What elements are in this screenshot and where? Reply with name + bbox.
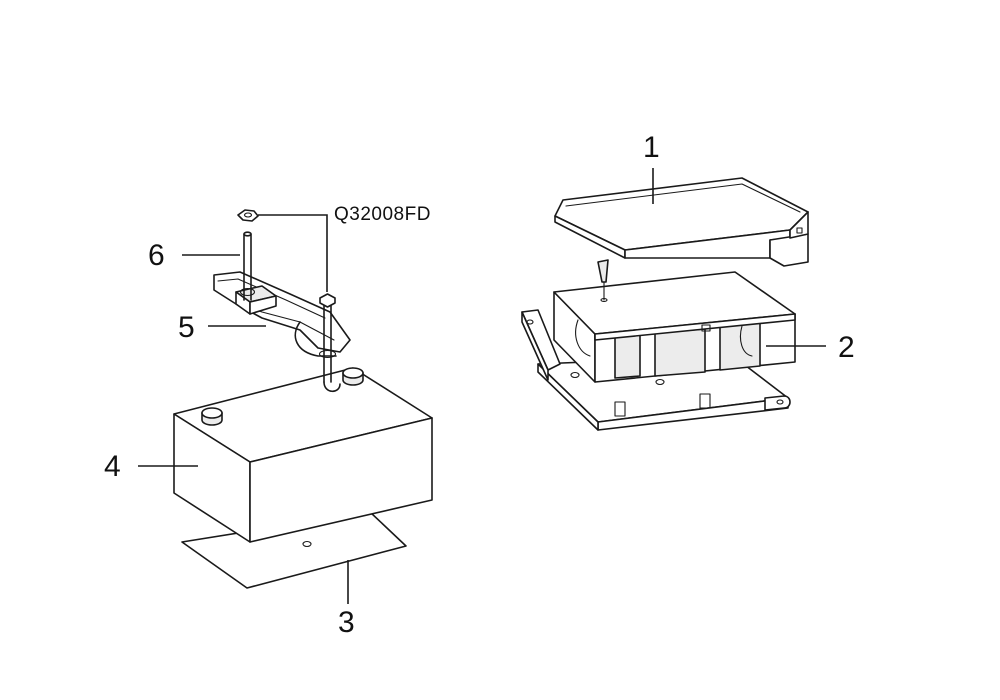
part-code-label: Q32008FD xyxy=(334,204,431,225)
battery-tray-cover xyxy=(554,177,809,267)
callout-5: 5 xyxy=(178,311,195,344)
battery xyxy=(173,367,433,543)
nut-q32008fd xyxy=(237,209,259,222)
battery-tray xyxy=(521,259,796,431)
callout-3: 3 xyxy=(338,606,355,639)
callout-1: 1 xyxy=(643,131,660,164)
callout-numbers: 1 2 3 4 5 6 Q32008FD xyxy=(104,131,855,639)
callout-2: 2 xyxy=(838,331,855,364)
j-hook-rod xyxy=(318,293,341,393)
battery-terminal-left xyxy=(201,407,223,426)
battery-terminal-right xyxy=(342,367,364,386)
tray-screw xyxy=(597,259,609,303)
hold-down-bolt xyxy=(239,231,256,301)
leader-lines xyxy=(138,168,826,604)
battery-hold-down-clamp xyxy=(213,231,351,393)
callout-6: 6 xyxy=(148,239,165,272)
callout-4: 4 xyxy=(104,450,121,483)
